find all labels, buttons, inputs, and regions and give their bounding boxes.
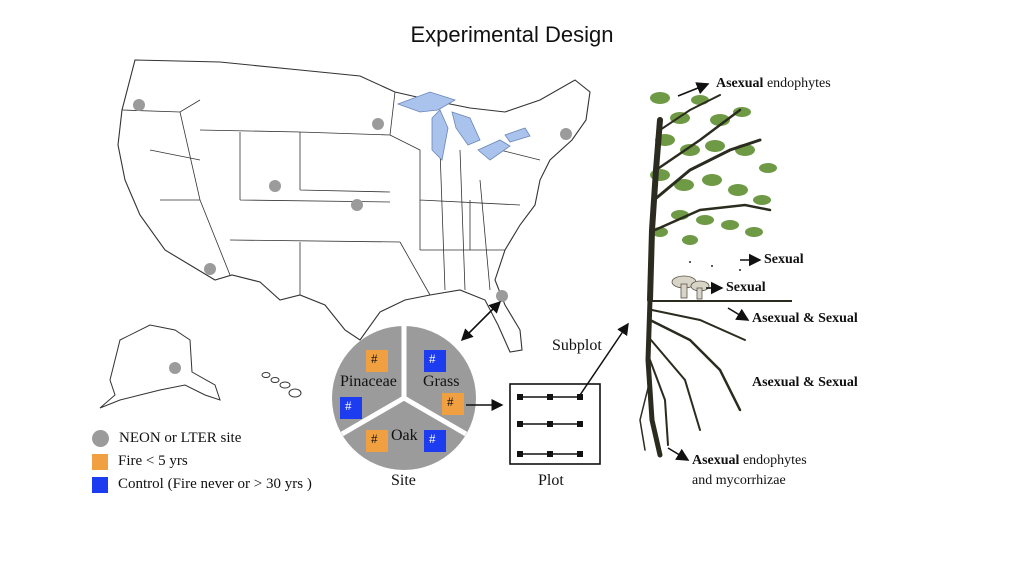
site-marker-alaska bbox=[169, 362, 181, 374]
tree-trunk bbox=[647, 94, 772, 303]
site-marker-arizona bbox=[204, 263, 216, 275]
tree-roots bbox=[639, 297, 746, 458]
control-plot-pinaceae-mark: # bbox=[345, 398, 352, 413]
tree-label-arrows bbox=[667, 82, 762, 461]
fire-plot-grass-mark: # bbox=[447, 394, 454, 409]
fire-plot-pinaceae-mark: # bbox=[371, 351, 378, 366]
site-label: Site bbox=[391, 472, 416, 489]
fire-plot-grass bbox=[442, 393, 464, 415]
sexual-air-label: Sexual bbox=[764, 252, 804, 267]
grass-label: Grass bbox=[423, 373, 460, 390]
spore-dots bbox=[689, 261, 741, 271]
subplot-label: Subplot bbox=[552, 337, 602, 354]
plot-box bbox=[509, 383, 601, 465]
control-plot-oak bbox=[424, 430, 446, 452]
sexual-ground-label: Sexual bbox=[726, 280, 766, 295]
crown-arrow bbox=[677, 82, 710, 97]
legend-item-fire: Fire < 5 yrs bbox=[92, 450, 312, 473]
soil-surface-arrow bbox=[727, 307, 750, 321]
crown-label-bold: Asexual bbox=[716, 76, 764, 91]
crown-label-rest: endophytes bbox=[763, 76, 831, 91]
site-marker-minnesota bbox=[372, 118, 384, 130]
deep-label-bold: Asexual bbox=[692, 453, 740, 468]
roots-label: Asexual & Sexual bbox=[752, 375, 858, 390]
alaska-map bbox=[99, 324, 221, 409]
florida-to-site-arrowhead-back bbox=[461, 300, 502, 341]
soil-surface-label: Asexual & Sexual bbox=[752, 311, 858, 326]
site-circle bbox=[332, 326, 476, 470]
control-plot-oak-mark: # bbox=[429, 431, 436, 446]
site-swatch bbox=[92, 430, 109, 447]
mycorrhizae-label: and mycorrhizae bbox=[692, 473, 786, 489]
legend-site-label: NEON or LTER site bbox=[119, 430, 242, 446]
deep-label-rest: endophytes bbox=[739, 453, 807, 468]
hawaii-map bbox=[261, 372, 302, 398]
state-lines bbox=[121, 91, 541, 296]
deep-roots-label: Asexual endophytes bbox=[692, 453, 807, 469]
site-marker-kansas bbox=[351, 199, 363, 211]
site-marker-oregon bbox=[133, 99, 145, 111]
fire-plot-oak-mark: # bbox=[371, 431, 378, 446]
great-lakes bbox=[396, 91, 531, 161]
page-title: Experimental Design bbox=[410, 22, 614, 47]
plot-to-tree-arrow bbox=[577, 322, 629, 399]
pinaceae-label: Pinaceae bbox=[340, 373, 397, 390]
control-plot-grass-mark: # bbox=[429, 351, 436, 366]
tree-illustration bbox=[639, 92, 792, 458]
site-marker-massachusetts bbox=[560, 128, 572, 140]
legend-item-control: Control (Fire never or > 30 yrs ) bbox=[92, 473, 312, 496]
site-marker-florida bbox=[496, 290, 508, 302]
oak-label: Oak bbox=[391, 427, 418, 444]
site-marker-colorado bbox=[269, 180, 281, 192]
site-markers bbox=[133, 99, 572, 374]
legend-fire-label: Fire < 5 yrs bbox=[118, 453, 188, 469]
crown-label: Asexual endophytes bbox=[716, 76, 831, 92]
us-outline bbox=[117, 59, 591, 353]
us-map bbox=[117, 59, 591, 353]
plot-label: Plot bbox=[538, 472, 564, 489]
control-plot-pinaceae bbox=[340, 397, 362, 419]
legend: NEON or LTER site Fire < 5 yrs Control (… bbox=[92, 427, 312, 496]
fire-swatch bbox=[92, 453, 108, 470]
tree-crown bbox=[650, 92, 777, 245]
fire-plot-pinaceae bbox=[366, 350, 388, 372]
legend-control-label: Control (Fire never or > 30 yrs ) bbox=[118, 476, 312, 492]
control-swatch bbox=[92, 476, 108, 493]
mushroom-icon bbox=[671, 275, 710, 300]
legend-item-site: NEON or LTER site bbox=[92, 427, 312, 450]
fire-plot-oak bbox=[366, 430, 388, 452]
deep-root-arrow bbox=[667, 447, 690, 461]
mycorrhizae-text: and mycorrhizae bbox=[692, 473, 786, 488]
control-plot-grass bbox=[424, 350, 446, 372]
